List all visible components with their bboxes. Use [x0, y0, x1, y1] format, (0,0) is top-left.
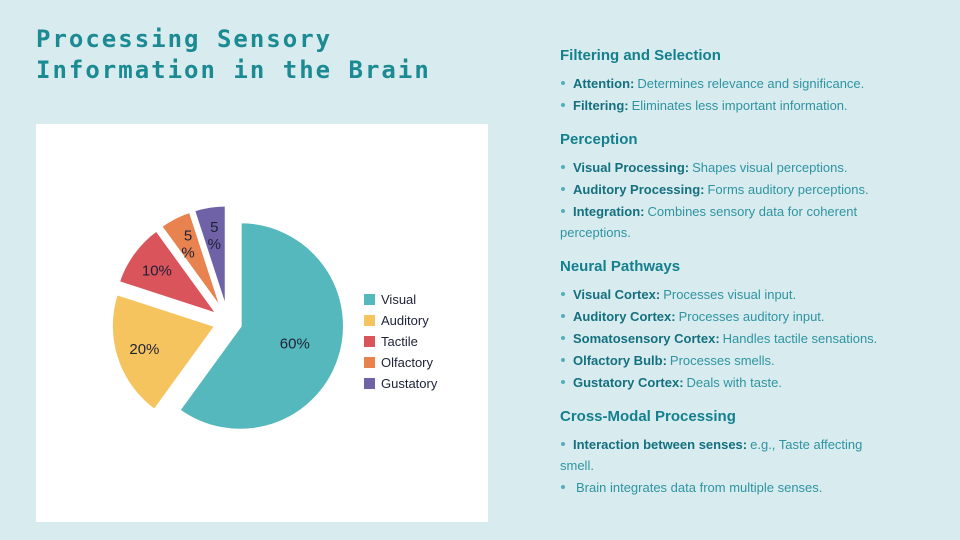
legend-label: Tactile — [381, 334, 418, 349]
section-heading: Perception — [560, 131, 638, 148]
pie-chart: 60% 20% 10% 5% 5% — [110, 203, 346, 432]
bullet-dot-icon — [561, 103, 565, 108]
section-filtering-and-selection: Filtering and Selection Attention:Determ… — [560, 46, 890, 116]
bullet-term: Visual Cortex: — [573, 287, 661, 302]
section-heading: Neural Pathways — [560, 258, 681, 275]
bullet-text: Determines relevance and significance. — [637, 76, 865, 91]
bullet-text: Combines sensory data for coherent perce… — [560, 204, 858, 240]
bullet-term: Auditory Processing: — [573, 182, 705, 197]
section-heading: Filtering and Selection — [560, 47, 721, 64]
bullet-dot-icon — [561, 81, 565, 86]
legend-swatch-icon — [364, 378, 375, 389]
bullet-term: Gustatory Cortex: — [573, 375, 684, 390]
bullet-term: Attention: — [573, 76, 635, 91]
section-neural-pathways: Neural Pathways Visual Cortex:Processes … — [560, 257, 890, 393]
text-column: Filtering and Selection Attention:Determ… — [560, 46, 890, 499]
pie-slice-label: 10% — [142, 262, 172, 279]
bullet-item: Integration:Combines sensory data for co… — [560, 201, 890, 243]
bullet-term: Somatosensory Cortex: — [573, 331, 720, 346]
pie-slice-visual — [177, 220, 346, 432]
bullet-dot-icon — [561, 209, 565, 214]
bullet-term: Interaction between senses: — [573, 437, 748, 452]
pie-slice-label: 5% — [208, 219, 221, 253]
legend-label: Olfactory — [381, 355, 434, 370]
slide-title: Processing Sensory Information in the Br… — [36, 25, 431, 84]
bullet-text: Forms auditory perceptions. — [707, 182, 869, 197]
pie-slice-olfactory — [159, 210, 224, 312]
bullet-text: e.g., Taste affecting smell. — [560, 437, 863, 473]
bullet-term: Olfactory Bulb: — [573, 353, 667, 368]
bullet-item: Somatosensory Cortex:Handles tactile sen… — [560, 328, 890, 349]
bullet-term: Filtering: — [573, 98, 629, 113]
pie-slice-tactile — [117, 228, 219, 316]
bullet-item: Auditory Processing:Forms auditory perce… — [560, 179, 890, 200]
bullet-dot-icon — [561, 380, 565, 385]
bullet-text: Handles tactile sensations. — [722, 331, 878, 346]
bullet-item: Attention:Determines relevance and signi… — [560, 73, 890, 94]
bullet-text: Processes auditory input. — [678, 309, 825, 324]
bullet-item: Auditory Cortex:Processes auditory input… — [560, 306, 890, 327]
bullet-text: Eliminates less important information. — [631, 98, 848, 113]
section-heading: Cross-Modal Processing — [560, 408, 736, 425]
legend-swatch-icon — [364, 336, 375, 347]
bullet-item: Gustatory Cortex:Deals with taste. — [560, 372, 890, 393]
bullet-term: Integration: — [573, 204, 645, 219]
legend-item-olfactory: Olfactory — [364, 352, 437, 373]
bullet-term: Visual Processing: — [573, 160, 690, 175]
bullet-dot-icon — [561, 165, 565, 170]
pie-slice-gustatory — [192, 203, 228, 311]
pie-slice-label: 5% — [181, 228, 194, 262]
pie-slice-label: 20% — [129, 341, 159, 358]
bullet-item: Interaction between senses:e.g., Taste a… — [560, 434, 890, 476]
bullet-dot-icon — [561, 336, 565, 341]
chart-legend: Visual Auditory Tactile Olfactory Gustat… — [364, 289, 437, 394]
legend-label: Auditory — [381, 313, 429, 328]
section-perception: Perception Visual Processing:Shapes visu… — [560, 130, 890, 243]
pie-slice-label: 60% — [280, 336, 310, 353]
bullet-item: Brain integrates data from multiple sens… — [560, 477, 890, 498]
bullet-term: Auditory Cortex: — [573, 309, 676, 324]
bullet-text: Processes smells. — [669, 353, 775, 368]
bullet-item: Visual Processing:Shapes visual percepti… — [560, 157, 890, 178]
bullet-dot-icon — [561, 292, 565, 297]
bullet-dot-icon — [561, 442, 565, 447]
bullet-text: Deals with taste. — [686, 375, 782, 390]
legend-item-tactile: Tactile — [364, 331, 437, 352]
legend-item-auditory: Auditory — [364, 310, 437, 331]
legend-swatch-icon — [364, 357, 375, 368]
chart-panel: 60% 20% 10% 5% 5% Visual Auditory Tactile Ol… — [36, 124, 488, 522]
bullet-item: Olfactory Bulb:Processes smells. — [560, 350, 890, 371]
legend-label: Visual — [381, 292, 417, 307]
legend-label: Gustatory — [381, 376, 438, 391]
legend-swatch-icon — [364, 315, 375, 326]
legend-item-gustatory: Gustatory — [364, 373, 437, 394]
bullet-dot-icon — [561, 187, 565, 192]
bullet-text: Shapes visual perceptions. — [692, 160, 848, 175]
bullet-text: Processes visual input. — [663, 287, 797, 302]
section-cross-modal-processing: Cross-Modal Processing Interaction betwe… — [560, 407, 890, 498]
legend-item-visual: Visual — [364, 289, 437, 310]
bullet-dot-icon — [561, 314, 565, 319]
pie-slice-auditory — [110, 292, 217, 412]
bullet-item: Visual Cortex:Processes visual input. — [560, 284, 890, 305]
bullet-text: Brain integrates data from multiple sens… — [576, 480, 823, 495]
bullet-item: Filtering:Eliminates less important info… — [560, 95, 890, 116]
bullet-dot-icon — [561, 358, 565, 363]
legend-swatch-icon — [364, 294, 375, 305]
bullet-dot-icon — [561, 485, 565, 490]
